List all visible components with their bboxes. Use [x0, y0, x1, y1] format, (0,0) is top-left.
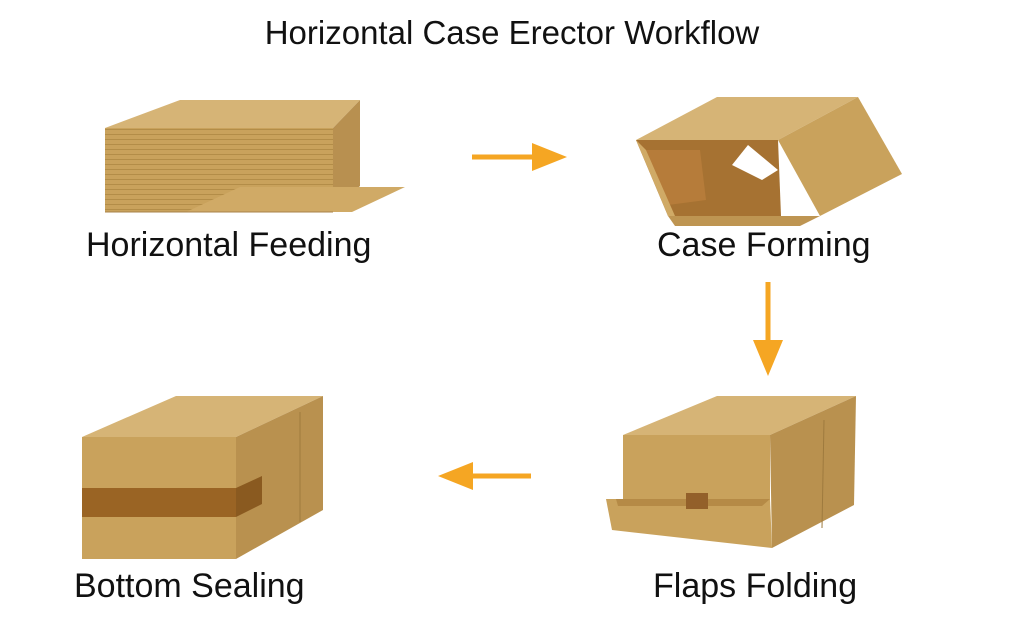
packing-tape [82, 488, 236, 517]
diagram-title: Horizontal Case Erector Workflow [264, 14, 760, 51]
arrow-left-icon [438, 462, 531, 490]
step-label-flaps-folding: Flaps Folding [653, 567, 858, 605]
flat-blank-stack-illustration [105, 100, 405, 213]
step-label-case-forming: Case Forming [657, 226, 871, 264]
case-forming-illustration [636, 97, 902, 226]
flaps-folding-illustration [606, 396, 856, 548]
bottom-sealing-illustration [82, 396, 323, 559]
arrow-right-icon [472, 143, 567, 171]
step-label-bottom-sealing: Bottom Sealing [74, 567, 305, 605]
step-label-horizontal-feeding: Horizontal Feeding [86, 226, 372, 264]
arrow-down-icon [753, 282, 783, 376]
